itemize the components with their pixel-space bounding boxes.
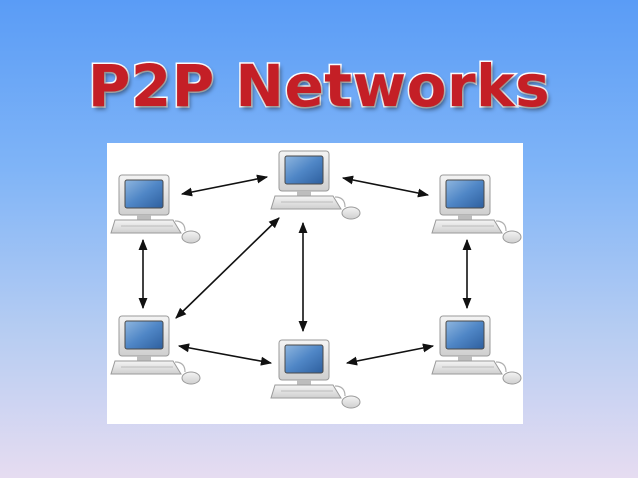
connection-top-center-bottom-left [175,217,280,319]
computer-bottom-center-icon [270,339,361,409]
computer-bottom-left-icon [110,315,201,385]
connection-top-left-top-center [180,174,269,197]
network-diagram [107,143,523,424]
computer-bottom-right-icon [431,315,522,385]
computer-top-left-icon [110,174,201,244]
connection-top-center-top-right [341,175,430,198]
connection-bottom-left-bottom-center [177,343,273,366]
computer-top-center-icon [270,150,361,220]
slide-title: P2P Networks [86,51,551,122]
connection-bottom-center-bottom-right [345,343,435,366]
network-diagram-canvas [110,150,522,409]
computer-top-right-icon [431,174,522,244]
